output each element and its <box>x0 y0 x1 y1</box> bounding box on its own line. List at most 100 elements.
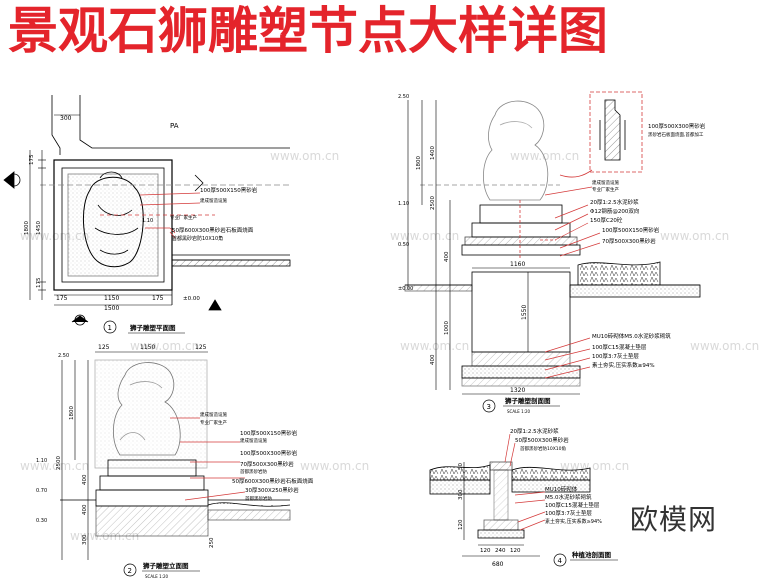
svg-text:400: 400 <box>82 504 88 515</box>
plan-texts: PA 300 175 1450 1800 175 175 1150 175 15… <box>24 115 258 334</box>
svg-text:50: 50 <box>458 463 464 470</box>
svg-text:100厚3:7灰土垫层: 100厚3:7灰土垫层 <box>545 509 592 517</box>
svg-text:120: 120 <box>458 519 464 530</box>
svg-text:680: 680 <box>492 561 504 568</box>
planter-caption-number: 4 <box>558 557 563 565</box>
svg-text:400: 400 <box>82 474 88 485</box>
svg-text:2.50: 2.50 <box>398 94 409 100</box>
svg-text:1800: 1800 <box>69 406 75 420</box>
svg-text:1800: 1800 <box>24 221 30 235</box>
svg-text:100厚500X150黑砂岩: 100厚500X150黑砂岩 <box>602 226 660 234</box>
svg-text:首都黑砂岩防10X10角: 首都黑砂岩防10X10角 <box>172 235 223 242</box>
svg-text:1450: 1450 <box>36 221 42 235</box>
svg-text:建成留造设施: 建成留造设施 <box>200 411 227 418</box>
svg-text:1150: 1150 <box>140 344 155 351</box>
planter-texts: 20厚1:2.5水泥砂浆 50厚500X300黑砂岩 首都黑砂岩防10X10角 … <box>458 427 618 568</box>
svg-text:1.10: 1.10 <box>36 458 47 464</box>
svg-text:首都黑砂岩防: 首都黑砂岩防 <box>245 495 272 502</box>
svg-text:125: 125 <box>195 344 207 351</box>
svg-text:50厚600X300黑砂岩石板面烧面: 50厚600X300黑砂岩石板面烧面 <box>232 477 314 485</box>
section-texts: 2.50 1.10 0.50 ±0.00 1800 1400 2500 400 … <box>398 94 706 414</box>
svg-text:150厚C20砼: 150厚C20砼 <box>590 216 623 224</box>
svg-text:100厚500X150黑砂岩: 100厚500X150黑砂岩 <box>200 186 258 194</box>
svg-text:建成留造设施: 建成留造设施 <box>240 437 267 444</box>
svg-text:SCALE 1:20: SCALE 1:20 <box>145 574 169 579</box>
svg-text:www.om.cn: www.om.cn <box>300 459 369 473</box>
plan-caption-number: 1 <box>108 324 112 332</box>
svg-text:www.om.cn: www.om.cn <box>660 229 729 243</box>
svg-text:建成留造设施: 建成留造设施 <box>200 197 227 204</box>
svg-text:±0.00: ±0.00 <box>183 296 200 302</box>
svg-text:100厚500X300黑砂岩: 100厚500X300黑砂岩 <box>240 449 298 457</box>
svg-text:专业厂家生产: 专业厂家生产 <box>592 186 619 193</box>
svg-text:MU10砖砌体: MU10砖砌体 <box>545 485 578 493</box>
svg-text:1500: 1500 <box>104 305 119 312</box>
elevation-view <box>60 351 291 560</box>
svg-text:SCALE 1:20: SCALE 1:20 <box>507 409 531 414</box>
svg-text:70厚500X300黑砂岩: 70厚500X300黑砂岩 <box>240 460 294 468</box>
svg-text:M5.0水泥砂浆砌筑: M5.0水泥砂浆砌筑 <box>545 493 592 501</box>
svg-text:1320: 1320 <box>510 387 525 394</box>
planter-caption: 种植池剖面图 <box>571 550 612 559</box>
svg-text:100厚500X300黑砂岩: 100厚500X300黑砂岩 <box>648 122 706 130</box>
svg-text:175: 175 <box>29 154 35 165</box>
svg-text:100厚C15混凝土垫层: 100厚C15混凝土垫层 <box>592 343 647 351</box>
svg-text:1400: 1400 <box>430 146 436 160</box>
svg-text:1150: 1150 <box>104 295 119 302</box>
svg-text:100厚500X150黑砂岩: 100厚500X150黑砂岩 <box>240 429 298 437</box>
title-banner: 景观石狮雕塑节点大样详图 <box>0 0 777 62</box>
svg-text:www.om.cn: www.om.cn <box>690 339 759 353</box>
elevation-caption-number: 2 <box>128 567 132 575</box>
svg-text:2.50: 2.50 <box>58 353 69 359</box>
elevation-caption: 狮子雕塑立面图 <box>142 561 189 570</box>
svg-text:MU10砖砌体M5.0水泥砂浆砌筑: MU10砖砌体M5.0水泥砂浆砌筑 <box>592 332 671 340</box>
svg-text:2500: 2500 <box>430 196 436 210</box>
svg-text:125: 125 <box>98 344 110 351</box>
svg-text:www.om.cn: www.om.cn <box>400 339 469 353</box>
svg-text:400: 400 <box>430 354 436 365</box>
plan-view <box>3 95 291 326</box>
svg-text:0.70: 0.70 <box>36 488 47 494</box>
svg-text:240: 240 <box>495 548 506 554</box>
svg-text:素土夯实,压实系数≥94%: 素土夯实,压实系数≥94% <box>592 361 655 369</box>
plan-caption: 狮子雕塑平面图 <box>129 323 176 332</box>
section-view <box>404 91 701 395</box>
svg-text:175: 175 <box>152 295 164 302</box>
plan-dim-300: 300 <box>60 115 72 122</box>
svg-text:1800: 1800 <box>416 156 422 170</box>
svg-text:400: 400 <box>444 251 450 262</box>
watermark-layer: www.om.cn www.om.cn www.om.cn www.om.cn ww… <box>20 149 759 543</box>
svg-text:20厚1:2.5水泥砂浆: 20厚1:2.5水泥砂浆 <box>510 427 559 435</box>
svg-text:175: 175 <box>56 295 68 302</box>
svg-text:素土夯实,压实系数≥94%: 素土夯实,压实系数≥94% <box>545 518 602 525</box>
svg-text:2500: 2500 <box>56 456 62 470</box>
svg-text:专业厂家生产: 专业厂家生产 <box>200 419 227 426</box>
svg-text:100厚C15混凝土垫层: 100厚C15混凝土垫层 <box>545 501 600 509</box>
svg-text:www.om.cn: www.om.cn <box>510 149 579 163</box>
svg-text:±0.00: ±0.00 <box>398 286 413 292</box>
section-caption: 狮子雕塑剖面图 <box>504 396 551 405</box>
svg-text:250: 250 <box>209 537 215 548</box>
svg-text:www.om.cn: www.om.cn <box>270 149 339 163</box>
svg-text:专业厂家生产: 专业厂家生产 <box>170 214 197 221</box>
svg-text:黑砂岩石板面烧面,首都加工: 黑砂岩石板面烧面,首都加工 <box>648 131 704 138</box>
svg-text:www.om.cn: www.om.cn <box>390 229 459 243</box>
svg-text:120: 120 <box>480 548 491 554</box>
brand-watermark: 欧模网 <box>630 503 718 536</box>
svg-text:120: 120 <box>510 548 521 554</box>
svg-text:50厚500X300黑砂岩: 50厚500X300黑砂岩 <box>515 436 569 444</box>
svg-text:175: 175 <box>36 277 42 288</box>
svg-text:30厚300X250黑砂岩: 30厚300X250黑砂岩 <box>245 486 299 494</box>
svg-text:www.om.cn: www.om.cn <box>20 459 89 473</box>
section-caption-number: 3 <box>487 403 491 411</box>
svg-text:0.50: 0.50 <box>398 242 409 248</box>
elevation-texts: 125 1150 125 2.50 1.10 0.70 0.30 2500 18… <box>36 344 314 579</box>
svg-text:1550: 1550 <box>521 305 528 320</box>
svg-text:70厚500X300黑砂岩: 70厚500X300黑砂岩 <box>602 237 656 245</box>
svg-text:0.30: 0.30 <box>36 518 47 524</box>
svg-text:1000: 1000 <box>444 321 450 335</box>
drawing-title: 景观石狮雕塑节点大样详图 <box>8 2 608 60</box>
svg-text:1.10: 1.10 <box>142 218 153 224</box>
svg-text:1160: 1160 <box>510 261 525 268</box>
